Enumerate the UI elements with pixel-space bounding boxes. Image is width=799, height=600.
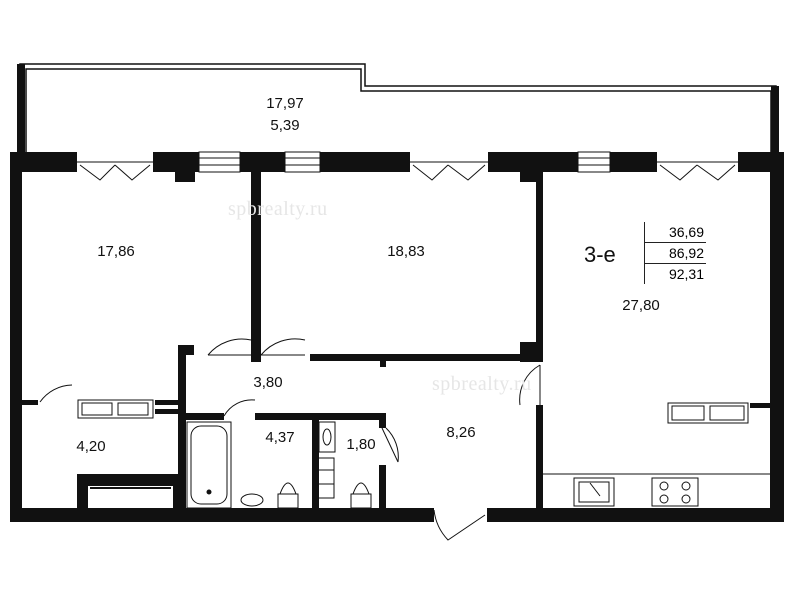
- bedroom-middle-label: 18,83: [387, 243, 425, 260]
- total-with-balcony-value: 92,31: [668, 266, 704, 282]
- radiators: [77, 399, 749, 424]
- area-summary-box: 36,69 86,92 92,31: [644, 222, 706, 284]
- balcony-doors: [77, 161, 738, 181]
- corridor-label: 3,80: [253, 374, 283, 391]
- windows: [198, 151, 611, 173]
- wardrobe-shelf: [77, 474, 178, 508]
- balcony-wall-left: [17, 64, 25, 154]
- exterior-walls: [10, 152, 784, 522]
- watermark-top: spbrealty.ru: [228, 198, 328, 220]
- kitchen-counter: [543, 473, 770, 507]
- watermark-bottom: spbrealty.ru: [432, 373, 532, 395]
- balcony-reduced-label: 5,39: [270, 117, 300, 134]
- total-area-value: 86,92: [645, 243, 706, 264]
- bathroom-label: 4,37: [265, 429, 295, 446]
- interior-doors: [39, 338, 541, 541]
- apartment-info-block: 3-е 36,69 86,92 92,31: [581, 222, 706, 284]
- living-kitchen-label: 27,80: [622, 297, 660, 314]
- bedroom-left-label: 17,86: [97, 243, 135, 260]
- balcony-wall-right: [771, 86, 779, 154]
- apartment-type: 3-е: [584, 242, 616, 267]
- wardrobe-label: 4,20: [76, 438, 106, 455]
- balcony-area-label: 17,97: [266, 95, 304, 112]
- hall-label: 8,26: [446, 424, 476, 441]
- bathroom-fixtures: [186, 421, 372, 509]
- balcony-outline: [19, 63, 777, 152]
- living-area-value: 36,69: [645, 222, 706, 243]
- wc-label: 1,80: [346, 436, 376, 453]
